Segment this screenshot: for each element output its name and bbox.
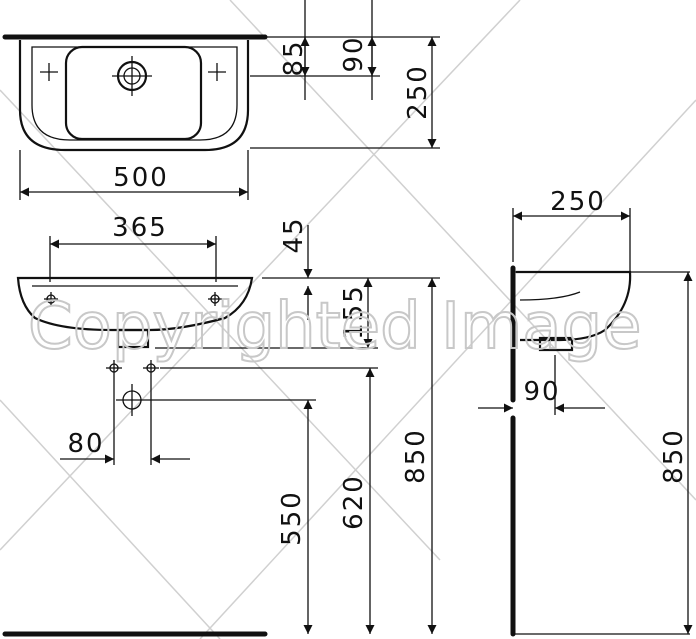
top-view [2, 0, 440, 200]
front-view [2, 225, 440, 637]
side-view [478, 208, 693, 637]
dim-front-550: 550 [277, 490, 307, 546]
dim-front-155: 155 [339, 284, 369, 340]
dim-front-365: 365 [112, 213, 168, 243]
dim-front-80: 80 [67, 429, 104, 459]
dim-side-850: 850 [659, 428, 689, 484]
dim-side-90: 90 [523, 377, 560, 407]
dim-front-45: 45 [279, 216, 309, 253]
dim-front-620: 620 [339, 474, 369, 530]
watermark-text: Copyrighted Image [28, 290, 642, 364]
dim-top-250: 250 [403, 64, 433, 120]
dim-top-500: 500 [113, 163, 169, 193]
dim-top-85: 85 [279, 39, 309, 76]
dim-side-250: 250 [550, 187, 606, 217]
dim-top-90: 90 [339, 35, 369, 72]
dim-front-850: 850 [401, 428, 431, 484]
